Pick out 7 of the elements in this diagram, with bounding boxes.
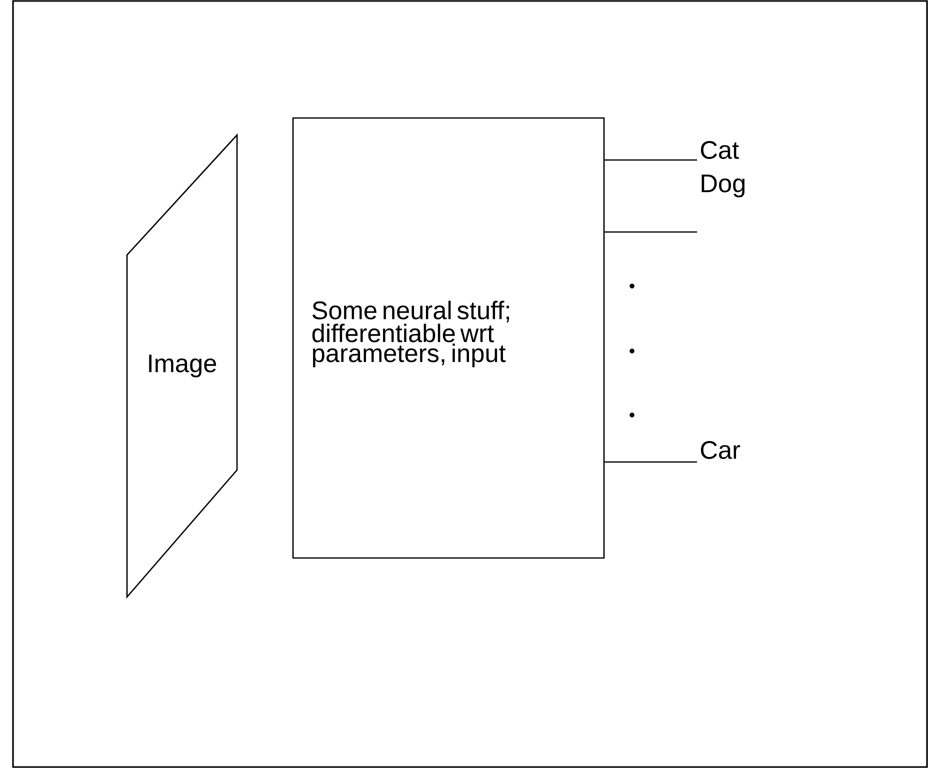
connector-line [604, 159, 697, 161]
class-label: Car [700, 441, 740, 459]
process-box: Some neural stuff; differentiable wrt parameters, input [292, 117, 605, 559]
connector-line [604, 231, 697, 233]
connector-line [604, 461, 697, 463]
class-label: Dog [702, 174, 744, 198]
class-label: Cat [700, 141, 739, 159]
